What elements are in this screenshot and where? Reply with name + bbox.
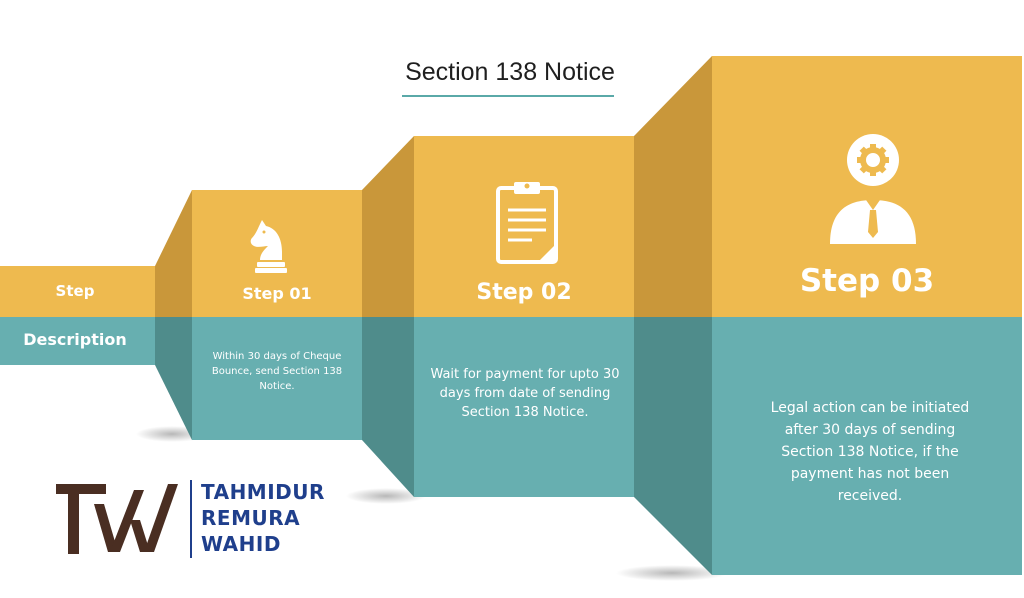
step-02-description: Wait for payment for upto 30 days from d…	[430, 367, 620, 420]
logo-line-3: WAHID	[201, 532, 281, 556]
page-title: Section 138 Notice	[405, 58, 615, 86]
logo-line-1: TAHMIDUR	[201, 480, 325, 504]
row-label-description: Description	[23, 330, 127, 349]
step-03-bottom-panel	[712, 317, 1022, 575]
row-label-step: Step	[55, 282, 95, 300]
step-01-bottom-panel	[192, 317, 362, 440]
connector-3-bottom	[634, 317, 712, 575]
chess-knight-icon	[250, 220, 287, 273]
connector-1-top	[155, 190, 192, 317]
step-01-description: Within 30 days of Cheque Bounce, send Se…	[211, 351, 343, 392]
step-03-description: Legal action can be initiated after 30 d…	[770, 400, 970, 504]
step-01-label: Step 01	[242, 284, 312, 303]
connector-2-bottom	[362, 317, 414, 497]
step-03-label: Step 03	[799, 263, 935, 299]
logo-line-2: REMURA	[201, 506, 301, 530]
connector-2-top	[362, 136, 414, 317]
floor-shadow	[616, 565, 728, 581]
connector-3-top	[634, 56, 712, 317]
step-02-bottom-panel	[414, 317, 634, 497]
clipboard-icon	[496, 182, 558, 264]
floor-shadow	[346, 488, 426, 504]
step-02-label: Step 02	[476, 280, 572, 305]
step-02-top-panel	[414, 136, 634, 317]
title-underline	[402, 95, 614, 97]
person-gear-icon	[830, 134, 916, 244]
logo-text: TAHMIDUR REMURA WAHID	[201, 479, 325, 557]
label-row-description-panel	[0, 317, 155, 365]
step-03-top-panel	[712, 56, 1022, 317]
logo-monogram-icon	[56, 480, 192, 558]
label-row-step-panel	[0, 266, 155, 317]
connector-1-bottom	[155, 317, 192, 440]
